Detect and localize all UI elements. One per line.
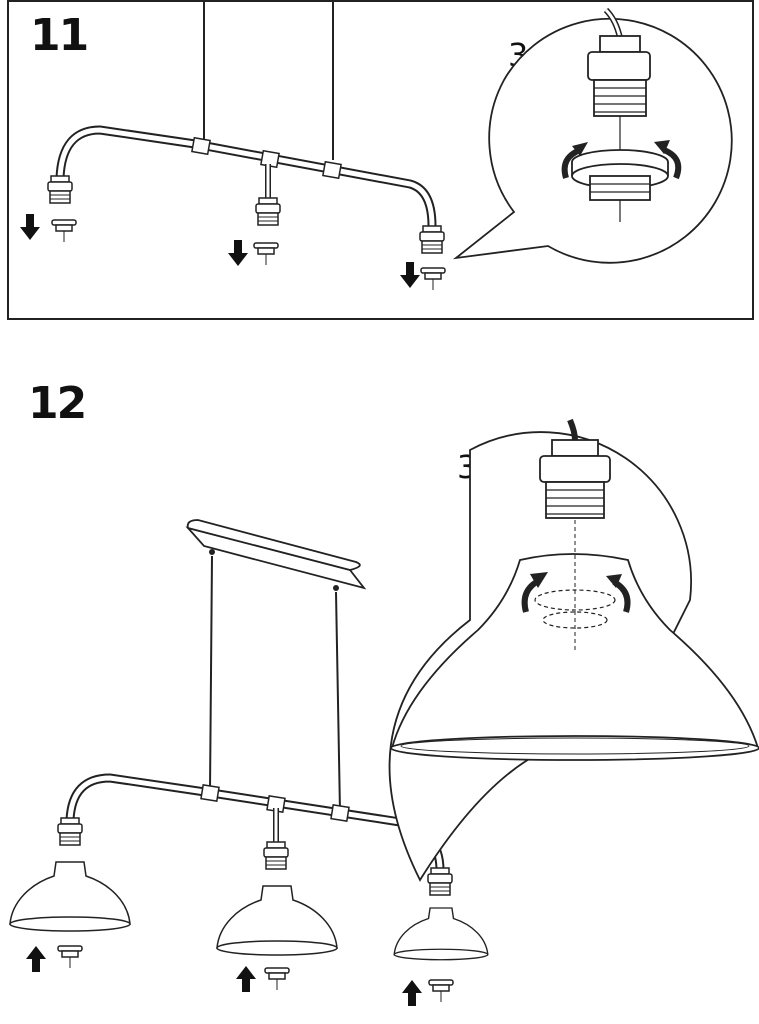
ring-nut-right <box>420 267 446 291</box>
ring-nut-left <box>51 219 77 243</box>
arrow-up-icon <box>236 966 256 992</box>
arrow-down-icon <box>400 262 420 288</box>
lamp-shade-middle <box>216 885 338 956</box>
ring-nut-middle-step-12 <box>264 967 290 991</box>
socket-left-step-12 <box>57 817 83 846</box>
arrow-up-icon <box>26 946 46 972</box>
socket-middle-step-12 <box>263 841 289 870</box>
step-12-drawing <box>65 519 445 875</box>
step-number-12: 12 <box>28 378 87 429</box>
arrow-up-icon <box>402 980 422 1006</box>
socket-middle <box>255 197 281 226</box>
socket-left <box>47 175 73 204</box>
step-11-frame <box>7 0 754 320</box>
detail-callout-step-12 <box>388 418 759 882</box>
lamp-shade-left <box>9 861 131 932</box>
ring-nut-middle <box>253 242 279 266</box>
ring-nut-left-step-12 <box>57 945 83 969</box>
arrow-down-icon <box>228 240 248 266</box>
step-number-11: 11 <box>30 10 89 61</box>
socket-right-step-12 <box>427 867 453 896</box>
step-11-drawing <box>55 0 437 231</box>
arrow-down-icon <box>20 214 40 240</box>
socket-right <box>419 225 445 254</box>
detail-callout-step-11 <box>452 7 733 264</box>
ring-nut-right-step-12 <box>428 979 454 1003</box>
lamp-shade-right <box>393 907 489 961</box>
